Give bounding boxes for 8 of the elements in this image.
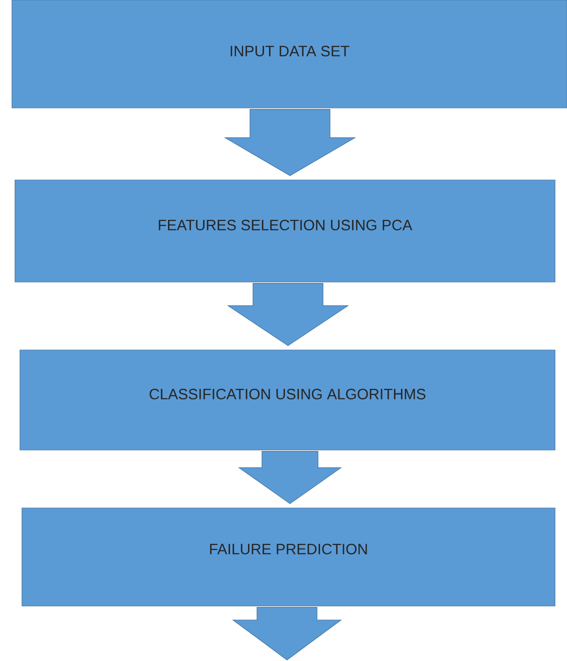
block-arrow bbox=[227, 283, 349, 346]
process-box: FEATURES SELECTION USING PCA bbox=[14, 180, 556, 282]
process-box: CLASSIFICATION USING ALGORITHMS bbox=[20, 350, 556, 450]
process-box: INPUT DATA SET bbox=[12, 0, 567, 108]
block-arrow bbox=[232, 607, 342, 660]
block-arrow bbox=[224, 109, 356, 176]
block-arrow bbox=[238, 451, 342, 504]
process-box: FAILURE PREDICTION bbox=[22, 508, 556, 606]
